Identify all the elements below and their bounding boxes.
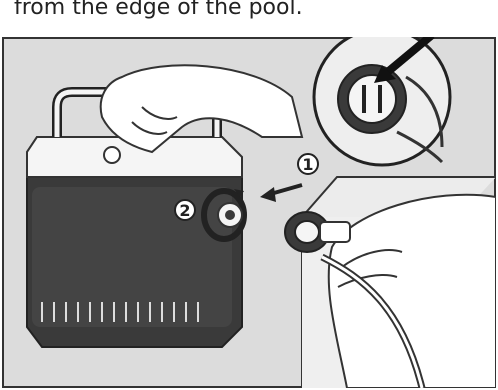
connector-closeup: [314, 37, 450, 165]
installation-illustration: 2 1: [2, 37, 496, 388]
step-1-badge: 1: [298, 154, 318, 174]
step-2-badge: 2: [175, 200, 195, 220]
step-2-label: 2: [179, 201, 190, 220]
instruction-caption: from the edge of the pool.: [14, 0, 494, 23]
step-1-label: 1: [302, 155, 313, 174]
